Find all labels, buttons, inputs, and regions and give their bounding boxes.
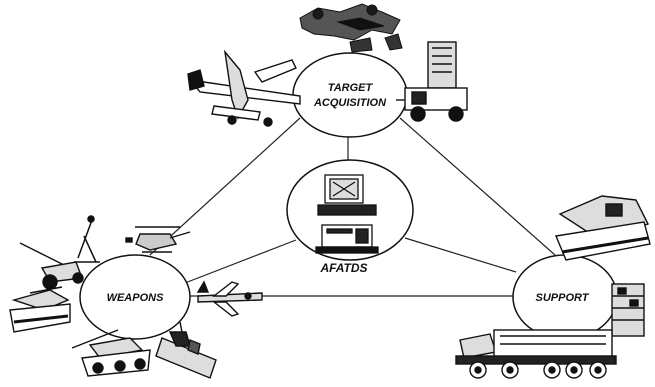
target-label-line1: TARGET <box>328 82 374 94</box>
howitzer-icon <box>19 242 84 290</box>
workstation-keyboard-icon <box>315 224 379 254</box>
line-center-weapons <box>184 239 297 284</box>
mortar-icon <box>74 215 100 263</box>
line-center-support <box>404 237 517 273</box>
target-label-line2: ACQUISITION <box>313 97 387 109</box>
helicopter-icon <box>125 226 191 253</box>
supply-truck-icon <box>455 329 617 379</box>
support-label: SUPPORT <box>536 292 590 304</box>
line-target-support <box>399 117 556 256</box>
weapons-label: WEAPONS <box>107 292 165 304</box>
workstation-monitor-icon <box>317 174 377 216</box>
equipment-rack-icon <box>611 283 645 337</box>
battleship-icon <box>155 321 217 379</box>
tank-icon <box>9 286 71 333</box>
self-propelled-artillery-icon <box>71 329 151 377</box>
node-target-ellipse <box>292 52 408 138</box>
afatds-label: AFATDS <box>319 261 367 275</box>
fighter-jet-icon <box>196 280 263 317</box>
node-weapons-ellipse <box>79 254 191 340</box>
radar-icon <box>396 41 468 122</box>
armored-vehicle-icon <box>555 195 651 261</box>
aircraft-icon <box>187 49 301 127</box>
soldiers-icon <box>299 3 403 53</box>
line-target-weapons <box>149 117 301 256</box>
